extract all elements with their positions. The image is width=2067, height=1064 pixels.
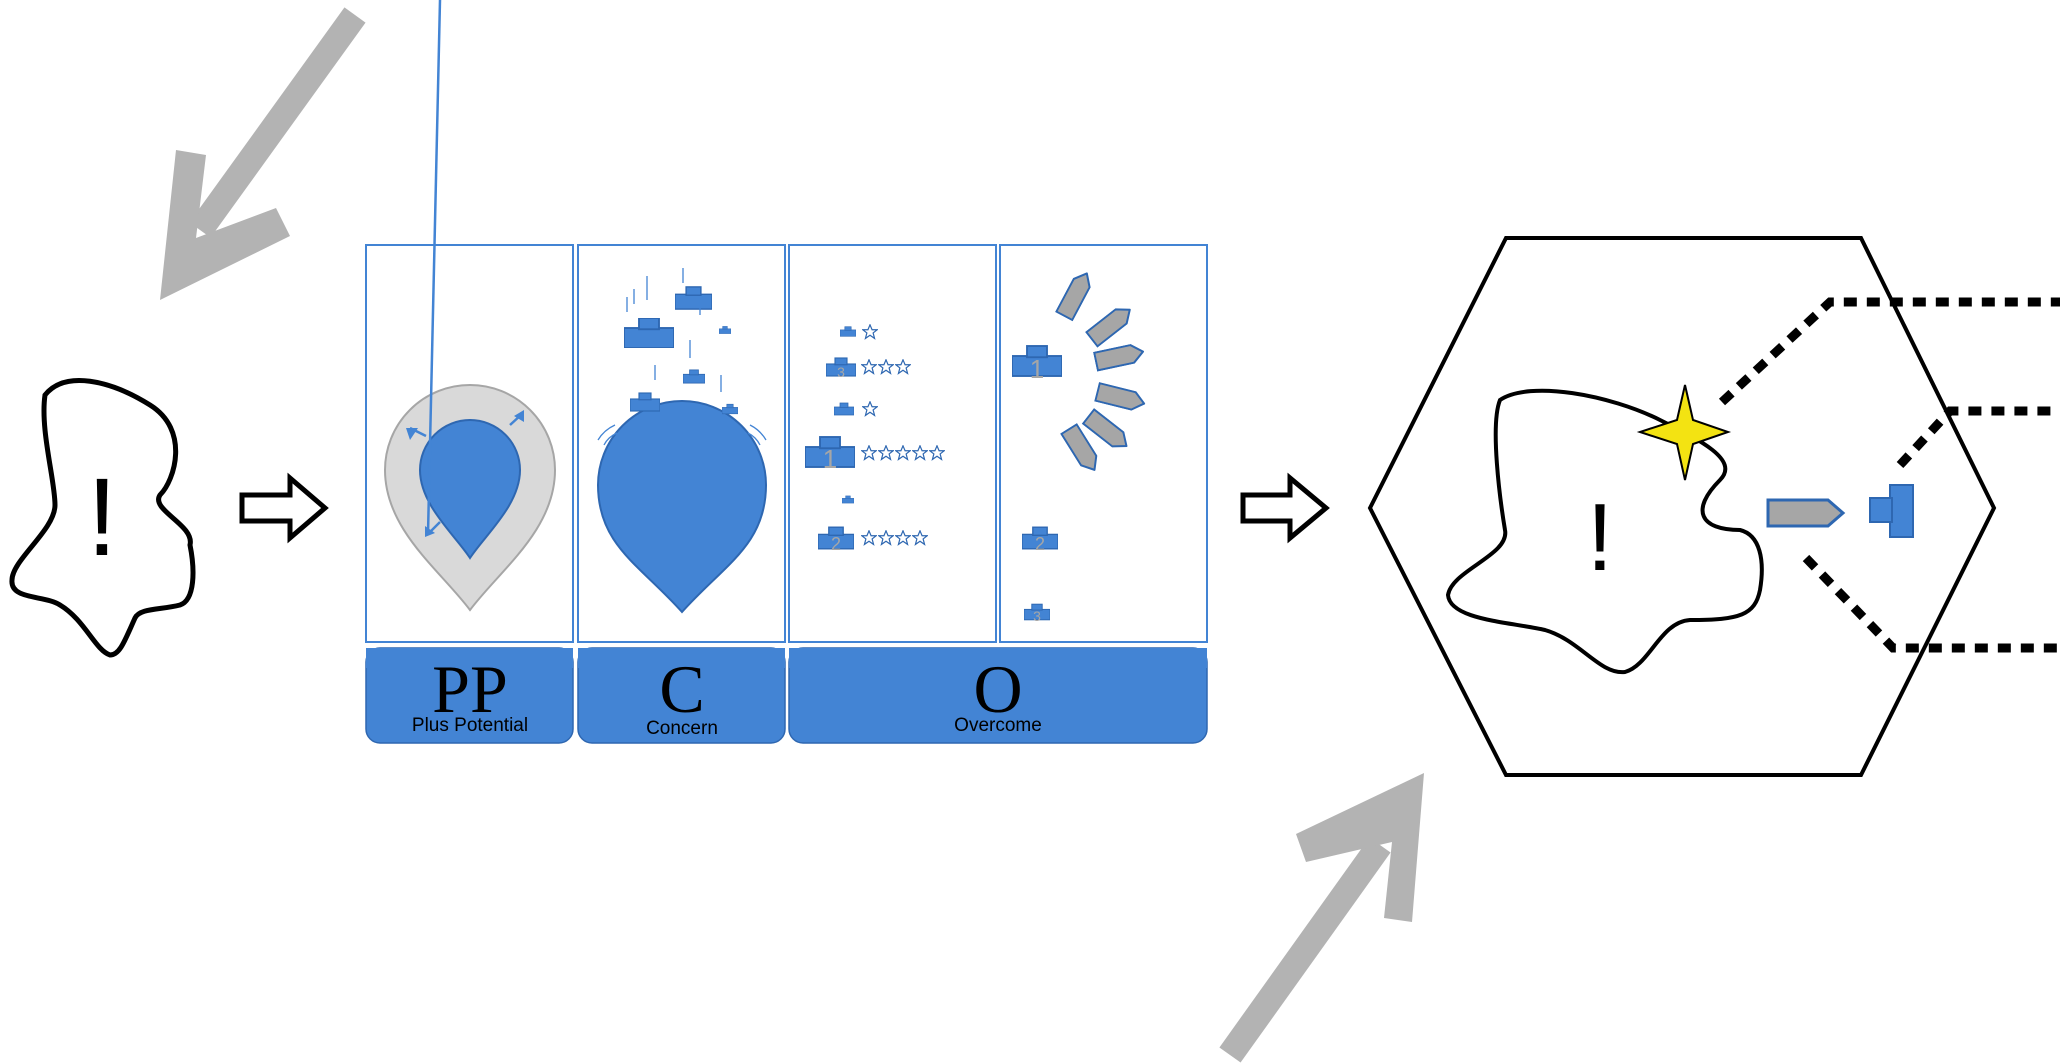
- right-pencil-icon: [1766, 498, 1846, 528]
- block-arrow-2-icon: [1240, 472, 1330, 544]
- label-pp-caption: Plus Potential: [412, 715, 528, 736]
- label-o-caption: Overcome: [954, 715, 1042, 736]
- pco-panels: PP Plus Potential C Concern O Overcome: [365, 244, 1208, 744]
- c-concern-illustration: [596, 268, 768, 614]
- pp-map-pin-icon: [383, 0, 557, 612]
- right-exclamation: !: [1587, 484, 1614, 591]
- block-arrow-1-icon: [239, 472, 329, 544]
- svg-text:1: 1: [1030, 354, 1044, 384]
- label-c-caption: Concern: [646, 718, 718, 739]
- o-winner-illustration: 1 2 3: [1012, 268, 1148, 624]
- svg-text:1: 1: [823, 444, 837, 474]
- panel-o-right-box: [999, 244, 1208, 643]
- right-podium-icon: [1869, 484, 1914, 538]
- label-pp-letter: PP: [432, 651, 508, 727]
- svg-text:3: 3: [1033, 608, 1041, 624]
- svg-text:3: 3: [837, 364, 845, 380]
- svg-text:2: 2: [831, 534, 841, 554]
- sparkle-star-icon: [1636, 384, 1732, 481]
- left-problem-blob: !: [9, 378, 196, 658]
- label-c-letter: C: [659, 651, 704, 727]
- svg-text:2: 2: [1035, 534, 1045, 554]
- gray-arrow-bottom-icon: [1219, 773, 1424, 1063]
- dotted-connectors: [1718, 297, 2060, 653]
- left-exclamation: !: [87, 456, 118, 579]
- o-ranking-list: 3 1 2: [805, 324, 945, 554]
- label-o-letter: O: [973, 651, 1022, 727]
- gray-arrow-top-left-icon: [160, 7, 366, 300]
